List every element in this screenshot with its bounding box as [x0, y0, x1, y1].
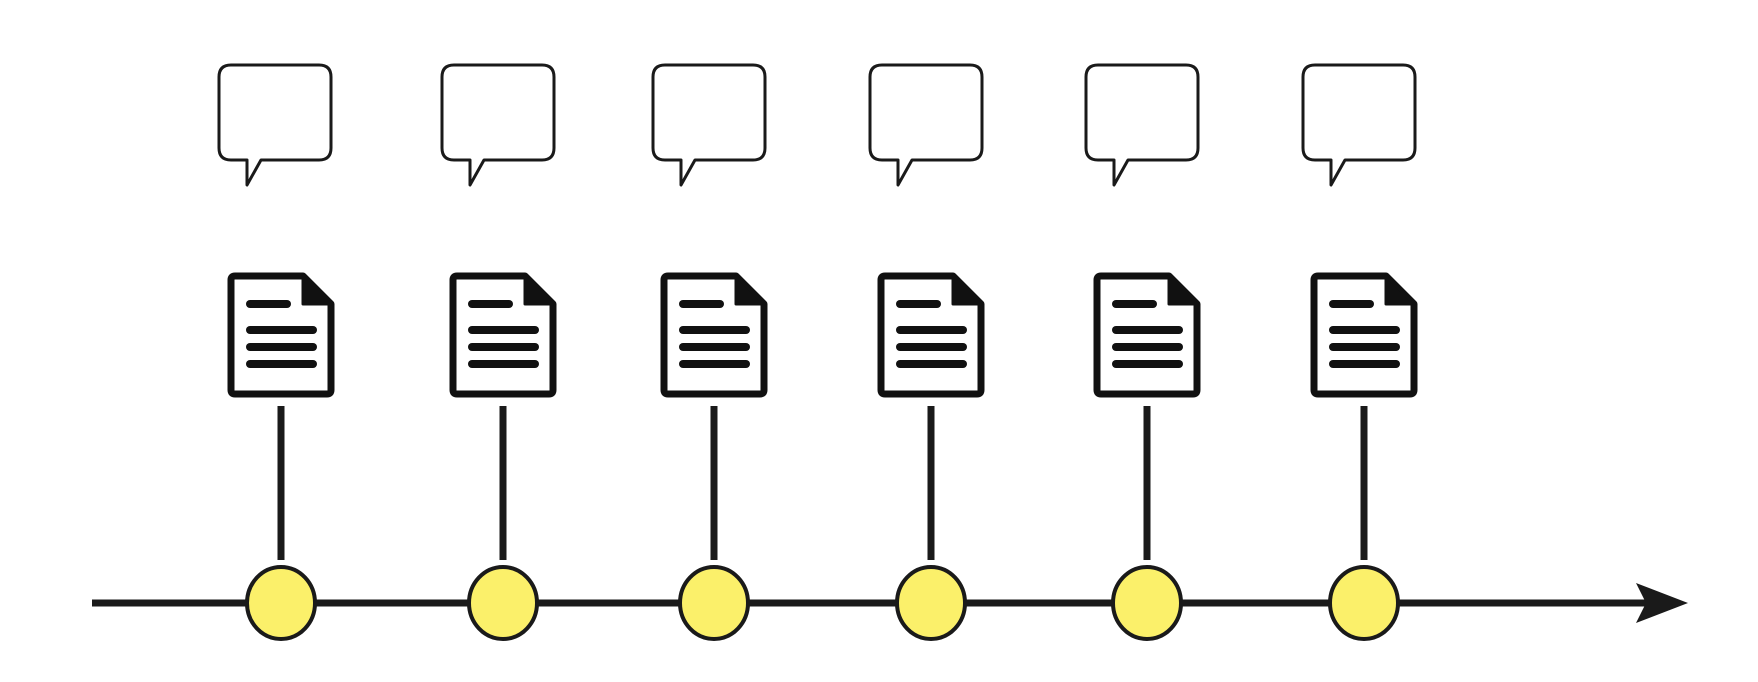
speech-bubble-icon [868, 63, 984, 187]
speech-bubble-icon [1301, 63, 1417, 187]
document-icon [1310, 272, 1418, 398]
speech-bubble-icon [651, 63, 767, 187]
timeline-event [1301, 63, 1418, 641]
timeline-marker [678, 565, 750, 641]
timeline-marker [467, 565, 539, 641]
timeline-event [1084, 63, 1201, 641]
document-icon [227, 272, 335, 398]
speech-bubble-icon [440, 63, 556, 187]
timeline-marker [245, 565, 317, 641]
document-icon [877, 272, 985, 398]
document-icon [449, 272, 557, 398]
timeline-marker [1111, 565, 1183, 641]
timeline-events [217, 63, 1418, 641]
timeline-event [440, 63, 557, 641]
timeline-event [651, 63, 768, 641]
timeline-event [217, 63, 335, 641]
timeline-arrowhead [1636, 583, 1688, 623]
document-icon [660, 272, 768, 398]
speech-bubble-icon [1084, 63, 1200, 187]
document-icon [1093, 272, 1201, 398]
timeline-marker [1328, 565, 1400, 641]
timeline-event [868, 63, 985, 641]
speech-bubble-icon [217, 63, 333, 187]
timeline-marker [895, 565, 967, 641]
